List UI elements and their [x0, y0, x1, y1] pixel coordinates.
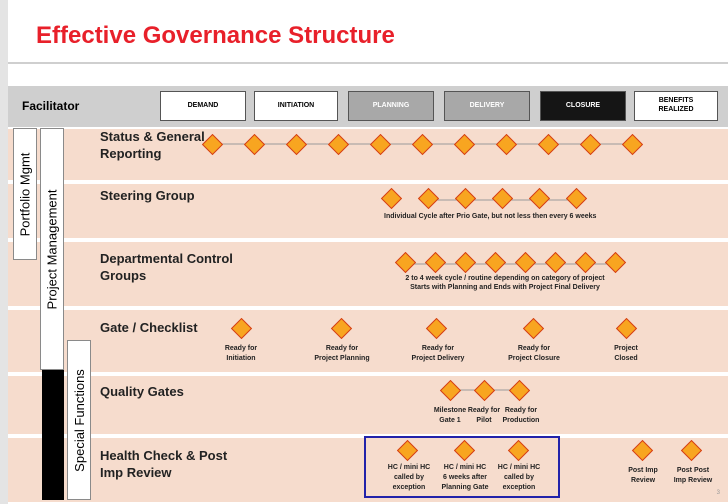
- departmental-note-1: 2 to 4 week cycle / routine depending on…: [405, 275, 605, 282]
- steering-note: Individual Cycle after Prio Gate, but no…: [384, 213, 597, 220]
- gate-label-closed-line1: Project: [614, 345, 638, 352]
- pir-label-2: Post Post Imp Review: [668, 466, 718, 486]
- project-management-label: Project Management: [44, 189, 60, 309]
- quality-label-production: Ready for Production: [499, 406, 543, 426]
- quality-label-pilot-line1: Ready for: [467, 407, 501, 414]
- facilitator-label: Facilitator: [22, 99, 80, 113]
- hc-label-3-line1: HC / mini HC: [497, 464, 541, 471]
- phase-planning: PLANNING: [348, 91, 434, 121]
- quality-label-pilot: Ready for Pilot: [466, 406, 502, 426]
- special-functions-label: Special Functions: [71, 368, 87, 472]
- gate-label-closed-line2: Closed: [614, 355, 638, 362]
- gate-label-closure-line1: Ready for: [517, 345, 551, 352]
- portfolio-mgmt-bar: Portfolio Mgmt: [13, 128, 37, 260]
- pir-label-2-line1: Post Post: [676, 467, 710, 474]
- left-accent-bar: [0, 0, 8, 504]
- hc-label-3-line2: called by: [504, 474, 534, 481]
- hc-label-2-line1: HC / mini HC: [443, 464, 487, 471]
- project-management-bar: Project Management: [40, 128, 64, 370]
- title-divider: [8, 62, 728, 64]
- quality-label-production-line1: Ready for: [504, 407, 538, 414]
- gate-label-initiation-line2: Initiation: [226, 355, 256, 362]
- row-band-status: [8, 127, 728, 182]
- phase-delivery: DELIVERY: [444, 91, 530, 121]
- gate-label-initiation-line1: Ready for: [224, 345, 258, 352]
- gate-label-closed: Project Closed: [601, 344, 651, 364]
- hc-label-3: HC / mini HC called by exception: [490, 463, 548, 493]
- row-label-steering: Steering Group: [100, 188, 195, 203]
- phase-closure: CLOSURE: [540, 91, 626, 121]
- quality-label-gate1-line2: Gate 1: [439, 417, 461, 424]
- special-functions-spine: [42, 370, 64, 500]
- gate-label-planning: Ready for Project Planning: [302, 344, 382, 364]
- gate-label-closure-line2: Project Closure: [508, 355, 560, 362]
- phase-benefits-realized: BENEFITS REALIZED: [634, 91, 718, 121]
- quality-label-gate1-line1: Milestone: [433, 407, 467, 414]
- phase-demand: DEMAND: [160, 91, 246, 121]
- hc-label-2-line3: Planning Gate: [441, 484, 489, 491]
- row-band-gate: [8, 308, 728, 374]
- row-label-quality: Quality Gates: [100, 384, 184, 399]
- hc-label-1-line1: HC / mini HC: [387, 464, 431, 471]
- gate-label-closure: Ready for Project Closure: [496, 344, 572, 364]
- row-label-health-check: Health Check & Post Imp Review: [100, 448, 228, 480]
- row-band-health-check: [8, 436, 728, 504]
- quality-label-gate1: Milestone Gate 1: [428, 406, 472, 426]
- hc-label-1: HC / mini HC called by exception: [380, 463, 438, 493]
- gate-label-delivery-line2: Project Delivery: [411, 355, 465, 362]
- hc-label-2-line2: 6 weeks after: [443, 474, 487, 481]
- hc-label-1-line3: exception: [392, 484, 426, 491]
- pir-label-2-line2: Imp Review: [673, 477, 713, 484]
- portfolio-mgmt-label: Portfolio Mgmt: [17, 152, 33, 236]
- row-label-status: Status & General Reporting: [100, 129, 205, 161]
- pir-label-1: Post Imp Review: [618, 466, 668, 486]
- row-label-departmental: Departmental Control Groups: [100, 251, 233, 283]
- hc-label-1-line2: called by: [394, 474, 424, 481]
- gate-label-delivery-line1: Ready for: [421, 345, 455, 352]
- phase-initiation: INITIATION: [254, 91, 338, 121]
- special-functions-bar: Special Functions: [67, 340, 91, 500]
- gate-label-planning-line2: Project Planning: [314, 355, 370, 362]
- row-band-quality: [8, 374, 728, 436]
- page-number: 3: [716, 490, 720, 496]
- row-band-steering: [8, 182, 728, 240]
- pir-label-1-line2: Review: [630, 477, 656, 484]
- row-label-gate: Gate / Checklist: [100, 320, 198, 335]
- slide-title: Effective Governance Structure: [36, 22, 395, 49]
- health-check-highlight-box: [364, 436, 560, 498]
- hc-label-3-line3: exception: [502, 484, 536, 491]
- gate-label-initiation: Ready for Initiation: [206, 344, 276, 364]
- quality-label-production-line2: Production: [502, 417, 540, 424]
- gate-label-delivery: Ready for Project Delivery: [400, 344, 476, 364]
- departmental-note-2: Starts with Planning and Ends with Proje…: [410, 284, 600, 291]
- pir-label-1-line1: Post Imp: [628, 467, 658, 474]
- hc-label-2: HC / mini HC 6 weeks after Planning Gate: [436, 463, 494, 493]
- gate-label-planning-line1: Ready for: [325, 345, 359, 352]
- row-band-departmental: [8, 240, 728, 308]
- quality-label-pilot-line2: Pilot: [476, 417, 492, 424]
